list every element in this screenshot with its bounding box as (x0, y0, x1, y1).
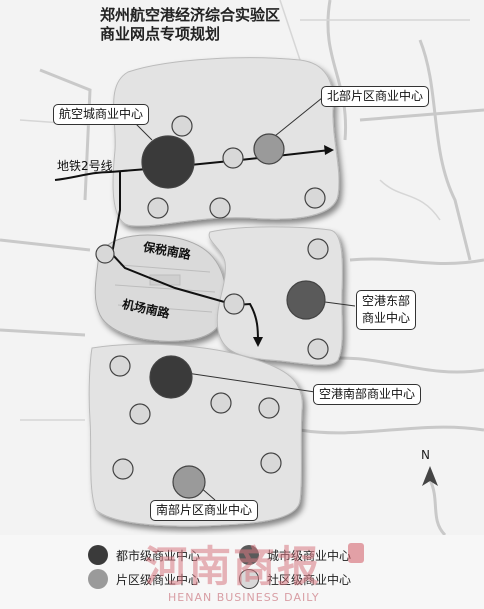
legend-dot-community (239, 569, 259, 589)
legend-urban-label: 城市级商业中心 (267, 548, 352, 563)
marker-community (210, 392, 232, 414)
marker-east-airport-center (286, 280, 326, 320)
marker-community (258, 397, 280, 419)
marker-south-district-center (172, 465, 206, 499)
legend-dot-city (88, 545, 108, 565)
callout-airport-city: 航空城商业中心 (53, 104, 150, 125)
callout-north-district: 北部片区商业中心 (321, 86, 430, 107)
marker-community (307, 238, 329, 260)
callout-east-line-1: 空港东部 (362, 294, 411, 308)
metro-arrow-south (253, 337, 263, 347)
metro-line-2-south (110, 172, 259, 343)
marker-community (222, 147, 244, 169)
watermark-subtitle: HENAN BUSINESS DAILY (168, 591, 320, 604)
metro-arrow-north (324, 145, 334, 155)
marker-community (112, 458, 134, 480)
metro-line-label: 地铁2号线 (57, 159, 113, 173)
callout-south-airport: 空港南部商业中心 (313, 384, 422, 405)
legend-urban-level: 城市级商业中心 (239, 545, 351, 565)
marker-community (260, 452, 282, 474)
watermark-seal (348, 543, 364, 563)
map-title: 郑州航空港经济综合实验区 商业网点专项规划 (100, 6, 280, 44)
markers (95, 115, 329, 499)
zone-east (208, 226, 343, 366)
map-canvas (0, 0, 484, 535)
callout-south-district: 南部片区商业中心 (150, 500, 259, 521)
north-arrow (422, 466, 438, 486)
title-line-2: 商业网点专项规划 (100, 25, 221, 43)
legend-district-label: 片区级商业中心 (116, 572, 201, 587)
north-label: N (421, 448, 430, 462)
marker-community (223, 293, 245, 315)
callout-east-airport: 空港东部 商业中心 (356, 290, 417, 330)
legend-dot-district (88, 569, 108, 589)
zone-south (88, 343, 303, 527)
marker-south-airport-center (149, 355, 193, 399)
legend-community-level: 社区级商业中心 (239, 569, 351, 589)
legend: 都市级商业中心 城市级商业中心 片区级商业中心 社区级商业中心 (0, 535, 484, 609)
legend-city-label: 都市级商业中心 (116, 548, 201, 563)
title-line-1: 郑州航空港经济综合实验区 (100, 6, 281, 24)
marker-community (171, 115, 193, 137)
legend-community-label: 社区级商业中心 (267, 572, 352, 587)
marker-community (307, 338, 329, 360)
marker-community (304, 187, 326, 209)
marker-community (95, 244, 115, 264)
legend-dot-urban (239, 545, 259, 565)
marker-community (147, 197, 169, 219)
callout-east-line-2: 商业中心 (362, 311, 411, 325)
marker-community (209, 197, 231, 219)
legend-district-level: 片区级商业中心 (88, 569, 200, 589)
watermark-logo: 河南商报 (145, 542, 322, 591)
marker-north-district-center (253, 133, 285, 165)
legend-city-level: 都市级商业中心 (88, 545, 200, 565)
marker-community (109, 355, 131, 377)
marker-airport-city-center (141, 135, 195, 189)
marker-community (129, 403, 151, 425)
